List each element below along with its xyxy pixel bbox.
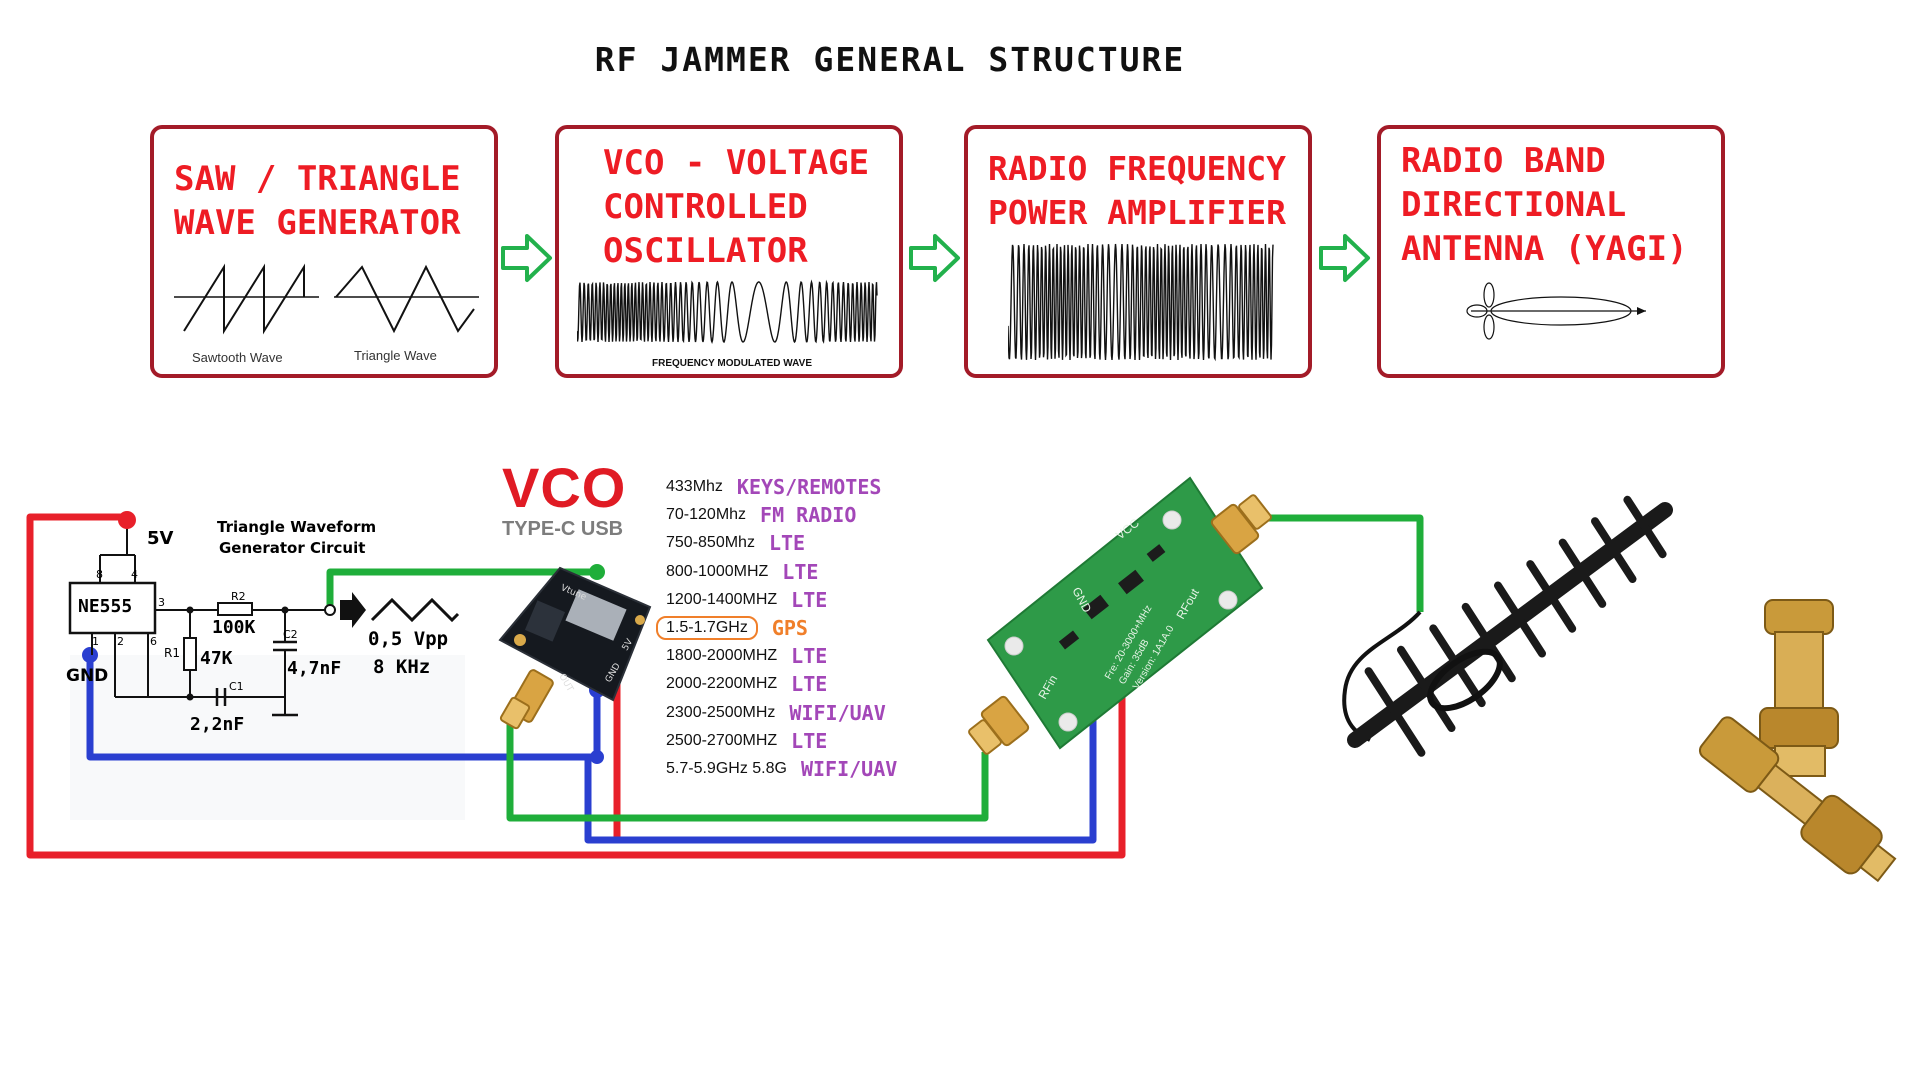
yagi-element bbox=[1369, 671, 1422, 753]
pin-8-label: 8 bbox=[96, 568, 103, 581]
band-usage: KEYS/REMOTES bbox=[737, 475, 882, 499]
band-usage: WIFI/UAV bbox=[801, 757, 897, 781]
gnd-label: GND bbox=[66, 666, 108, 686]
band-frequency: 2500-2700MHZ bbox=[666, 732, 777, 750]
band-usage: LTE bbox=[782, 560, 818, 584]
band-row: 2500-2700MHZ LTE bbox=[666, 728, 827, 754]
band-usage: LTE bbox=[791, 672, 827, 696]
band-row: 433Mhz KEYS/REMOTES bbox=[666, 474, 881, 500]
vco-title: VCO bbox=[502, 455, 626, 520]
band-row: 1800-2000MHZ LTE bbox=[666, 643, 827, 669]
band-row: 800-1000MHZ LTE bbox=[666, 559, 818, 585]
band-row: 2300-2500MHz WIFI/UAV bbox=[666, 700, 886, 726]
band-frequency: 70-120Mhz bbox=[666, 506, 746, 524]
r1-name: R1 bbox=[164, 646, 180, 660]
band-frequency: 1.5-1.7GHz bbox=[656, 616, 758, 640]
output-freq-label: 8 KHz bbox=[373, 656, 430, 678]
vco-subtitle: TYPE-C USB bbox=[502, 518, 623, 541]
r2-name: R2 bbox=[231, 590, 246, 603]
band-frequency: 1200-1400MHZ bbox=[666, 591, 777, 609]
pin-2-label: 2 bbox=[117, 635, 124, 648]
pin-3-label: 3 bbox=[158, 596, 165, 609]
band-usage: LTE bbox=[791, 729, 827, 753]
c2-value: 4,7nF bbox=[287, 658, 341, 679]
band-usage: WIFI/UAV bbox=[789, 701, 885, 725]
band-frequency: 433Mhz bbox=[666, 478, 723, 496]
band-frequency: 800-1000MHZ bbox=[666, 563, 768, 581]
band-row: 70-120Mhz FM RADIO bbox=[666, 502, 856, 528]
circuit-heading-line1: Triangle Waveform bbox=[217, 518, 376, 536]
sma-adapters-icon bbox=[1695, 600, 1903, 891]
c2-name: C2 bbox=[283, 628, 298, 641]
pin-6-label: 6 bbox=[150, 635, 157, 648]
band-row: 750-850Mhz LTE bbox=[666, 530, 805, 556]
band-row: 2000-2200MHZ LTE bbox=[666, 671, 827, 697]
band-usage: FM RADIO bbox=[760, 503, 856, 527]
yagi-element bbox=[1401, 650, 1452, 728]
circuit-heading-line2: Generator Circuit bbox=[219, 539, 365, 557]
band-usage: LTE bbox=[769, 531, 805, 555]
band-usage: LTE bbox=[791, 588, 827, 612]
band-row: 1200-1400MHZ LTE bbox=[666, 587, 827, 613]
yagi-element bbox=[1466, 607, 1512, 678]
band-frequency: 5.7-5.9GHz 5.8G bbox=[666, 760, 787, 778]
c1-value: 2,2nF bbox=[190, 714, 244, 735]
band-frequency: 750-850Mhz bbox=[666, 534, 755, 552]
band-usage: LTE bbox=[791, 644, 827, 668]
yagi-element bbox=[1433, 628, 1481, 703]
band-frequency: 2300-2500MHz bbox=[666, 704, 775, 722]
band-usage: GPS bbox=[772, 616, 808, 640]
band-frequency: 2000-2200MHZ bbox=[666, 675, 777, 693]
yagi-antenna-icon bbox=[1344, 500, 1665, 753]
ne555-chip-label: NE555 bbox=[78, 596, 132, 617]
band-row: 1.5-1.7GHzGPS bbox=[666, 615, 808, 641]
pin-1-label: 1 bbox=[92, 635, 99, 648]
output-vpp-label: 0,5 Vpp bbox=[368, 628, 448, 650]
c1-name: C1 bbox=[229, 680, 244, 693]
supply-5v-label: 5V bbox=[147, 528, 173, 549]
band-row: 5.7-5.9GHz 5.8G WIFI/UAV bbox=[666, 756, 897, 782]
r1-value: 47K bbox=[200, 648, 233, 669]
band-frequency: 1800-2000MHZ bbox=[666, 647, 777, 665]
pin-4-label: 4 bbox=[131, 568, 138, 581]
r2-value: 100K bbox=[212, 617, 255, 638]
